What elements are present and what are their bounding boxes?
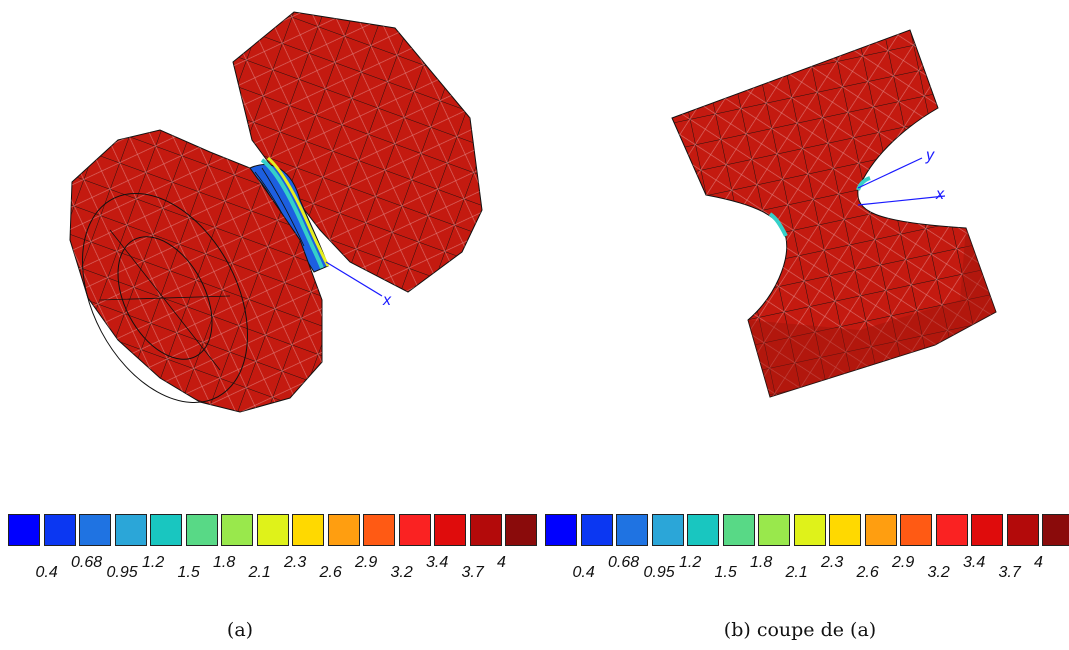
colorbar-b-tick-label: 4 — [1034, 554, 1043, 571]
colorbar-b-swatch — [1006, 514, 1039, 546]
colorbar-a-tick-label: 1.5 — [177, 564, 200, 581]
notch-contour — [249, 164, 329, 273]
colorbar-a-swatch — [398, 514, 431, 546]
axis-x-line-b — [857, 195, 946, 206]
colorbar-b-tick-label: 1.2 — [679, 554, 702, 571]
colorbar-a-tick-label: 4 — [497, 554, 506, 571]
colorbar-b-swatch — [651, 514, 684, 546]
colorbar-a-swatch — [79, 514, 111, 546]
colorbar-b-swatch — [900, 514, 932, 546]
colorbar-a-tick-label: 1.2 — [142, 554, 165, 571]
colorbar-b-swatch — [793, 514, 826, 546]
axis-y-line-b — [857, 157, 923, 189]
caption-a: (a) — [226, 619, 254, 641]
colorbar-a-swatch — [363, 514, 395, 546]
colorbar-b-tick-label: 2.1 — [785, 564, 808, 581]
colorbar-b-tick-label: 0.95 — [643, 564, 675, 581]
colorbar-a-swatch — [292, 514, 324, 546]
colorbar-b-swatch — [722, 514, 755, 546]
colorbar-b-tick-label: 3.7 — [998, 564, 1021, 581]
colorbar-b-tick-label: 2.9 — [892, 554, 915, 571]
axis-x-label-b: x — [935, 186, 945, 203]
caption-b: (b) coupe de (a) — [723, 619, 877, 641]
axis-x-line-a — [325, 261, 383, 297]
colorbar-a-tick-label: 0.4 — [35, 564, 58, 581]
colorbar-b-swatch — [545, 514, 577, 546]
colorbar-b-tick-label: 3.2 — [927, 564, 950, 581]
figure-a-mesh: x — [69, 11, 483, 413]
colorbar-b-swatch — [687, 514, 719, 546]
colorbar-a-tick-label: 1.8 — [213, 554, 236, 571]
colorbar-a-swatch — [327, 514, 360, 546]
colorbar-b-tick-label: 1.5 — [714, 564, 737, 581]
colorbar-a-swatch — [505, 514, 537, 546]
colorbar-a-swatch — [114, 514, 147, 546]
colorbar-b-swatch — [580, 514, 613, 546]
colorbar-a-swatch — [469, 514, 502, 546]
colorbar-a-swatch — [8, 514, 40, 546]
colorbar-b-swatch — [829, 514, 861, 546]
colorbar-a-tick-label: 3.4 — [426, 554, 449, 571]
colorbar-b-swatch — [864, 514, 897, 546]
colorbar-a-swatch — [221, 514, 253, 546]
colorbar-b-swatch — [971, 514, 1003, 546]
colorbar-a-tick-label: 3.2 — [390, 564, 413, 581]
colorbar-a-tick-label: 2.3 — [284, 554, 307, 571]
colorbar-b-swatch — [935, 514, 968, 546]
colorbar-b-swatch — [616, 514, 648, 546]
colorbar-a-tick-label: 2.1 — [248, 564, 271, 581]
colorbar-a-swatch — [256, 514, 289, 546]
colorbar-b-tick-label: 3.4 — [963, 554, 986, 571]
colorbar-a-swatch — [150, 514, 182, 546]
colorbar-a-swatch — [43, 514, 76, 546]
colorbar-a-tick-label: 0.68 — [71, 554, 103, 571]
colorbar-a-swatch — [185, 514, 218, 546]
figure-b-mesh: y x — [671, 29, 997, 398]
colorbar-b-swatch — [1042, 514, 1069, 546]
colorbar-a-tick-label: 0.95 — [106, 564, 138, 581]
colorbar-b-tick-label: 2.3 — [821, 554, 844, 571]
colorbar-b-tick-label: 1.8 — [750, 554, 773, 571]
colorbar-b-tick-label: 0.4 — [572, 564, 595, 581]
colorbar-a-tick-label: 2.9 — [355, 554, 378, 571]
axis-y-label-b: y — [925, 147, 935, 164]
colorbar-b-tick-label: 0.68 — [608, 554, 640, 571]
colorbar-b-swatch — [758, 514, 790, 546]
colorbar-b-tick-label: 2.6 — [856, 564, 879, 581]
colorbar-a-swatch — [434, 514, 466, 546]
colorbar-a-tick-label: 3.7 — [461, 564, 484, 581]
axis-x-label-a: x — [382, 292, 392, 309]
colorbar-a-tick-label: 2.6 — [319, 564, 342, 581]
